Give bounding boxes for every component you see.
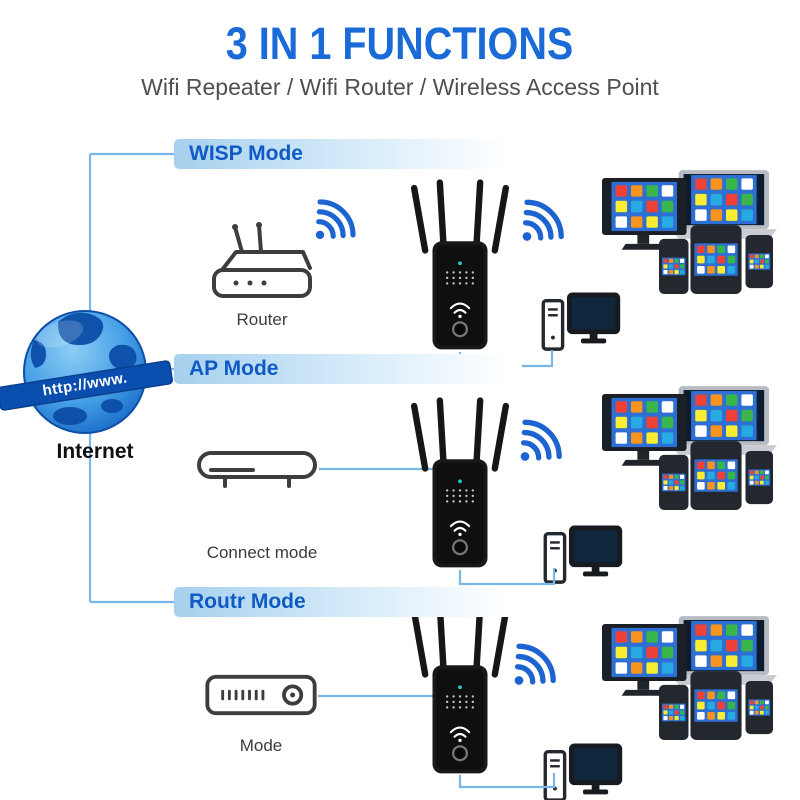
devices-collage-icon <box>602 616 777 740</box>
section-header-wisp: WISP Mode <box>174 139 522 169</box>
repeater-device-icon <box>414 607 506 774</box>
section-wisp-art <box>212 170 777 368</box>
connector-line <box>458 773 556 789</box>
modem-icon <box>205 674 317 716</box>
modem-icon <box>197 451 317 488</box>
device-label-mode: Mode <box>239 736 283 755</box>
section-header-label: AP Mode <box>189 357 279 380</box>
desktop-pc-icon <box>545 746 620 800</box>
section-header-ap: AP Mode <box>174 354 522 384</box>
page-subtitle: Wifi Repeater / Wifi Router / Wireless A… <box>141 74 659 100</box>
devices-collage-icon <box>602 386 777 510</box>
section-ap-art <box>197 386 777 586</box>
section-routr-art <box>205 607 777 800</box>
connector-line <box>458 568 556 586</box>
wifi-signal-icon <box>514 415 566 467</box>
router-icon <box>212 220 312 298</box>
repeater-device-icon <box>414 401 506 568</box>
globe-icon <box>0 310 173 434</box>
devices-collage-icon <box>602 170 777 294</box>
device-label-connect: Connect mode <box>206 543 318 562</box>
desktop-pc-icon <box>545 528 620 582</box>
wifi-signal-icon <box>508 639 560 691</box>
section-header-label: WISP Mode <box>189 142 303 165</box>
device-label-router: Router <box>236 310 288 329</box>
page-title-text: 3 IN 1 FUNCTIONS <box>226 18 574 69</box>
section-header-routr: Routr Mode <box>174 587 522 617</box>
page-title: 3 IN 1 FUNCTIONS <box>0 18 800 70</box>
wifi-signal-icon <box>516 195 568 247</box>
wifi-signal-icon <box>309 195 359 245</box>
repeater-device-icon <box>414 183 506 350</box>
internet-label: Internet <box>56 440 134 463</box>
desktop-pc-icon <box>543 295 618 349</box>
globe-banner-ribbon <box>0 360 173 411</box>
section-header-label: Routr Mode <box>189 590 306 613</box>
